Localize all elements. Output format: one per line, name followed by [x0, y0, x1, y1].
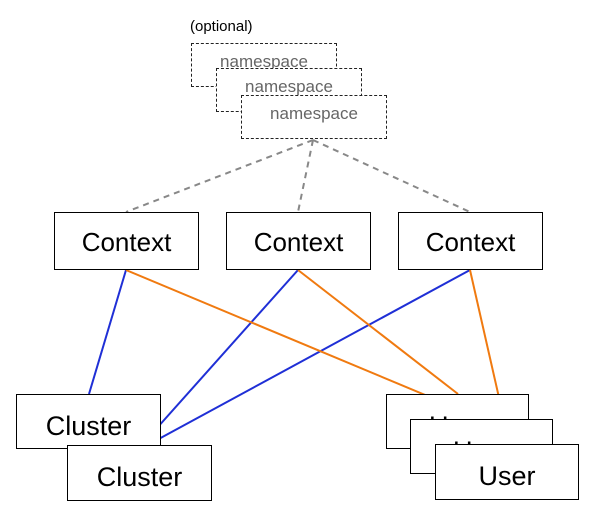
context-box-1: Context [54, 212, 199, 270]
namespace-context-link-2 [297, 139, 314, 213]
context-cluster-line-3 [143, 269, 471, 448]
cluster-box-1: Cluster [16, 394, 161, 449]
cluster-box-2: Cluster [67, 445, 212, 501]
namespace-label-2: namespace [245, 77, 333, 96]
context-label-3: Context [425, 227, 516, 257]
context-cluster-line-2 [139, 269, 299, 448]
namespace-box-3: namespace [241, 95, 387, 139]
context-box-2: Context [226, 212, 371, 270]
context-cluster-line-1 [88, 269, 127, 395]
optional-label: (optional) [190, 18, 253, 35]
namespace-context-link-1 [125, 139, 314, 213]
context-label-1: Context [81, 227, 172, 257]
context-label-2: Context [253, 227, 344, 257]
namespace-label-1: namespace [220, 52, 308, 71]
context-box-3: Context [398, 212, 543, 270]
user-label-3: User [478, 461, 536, 491]
cluster-label-1: Cluster [45, 411, 132, 441]
namespace-context-link-3 [312, 139, 471, 213]
cluster-label-2: Cluster [96, 462, 183, 492]
user-box-3: User [435, 444, 579, 500]
context-user-line-2 [297, 269, 459, 395]
namespace-label-3: namespace [270, 104, 358, 123]
